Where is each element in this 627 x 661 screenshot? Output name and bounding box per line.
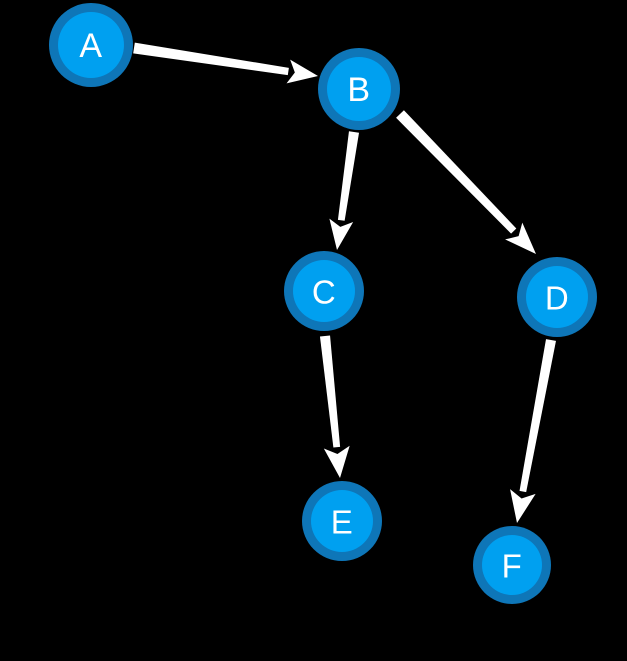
node-label: A <box>79 27 102 65</box>
edge-b-to-c <box>329 131 360 250</box>
graph-node-b[interactable]: B <box>318 48 400 130</box>
graph-node-f[interactable]: F <box>473 526 551 604</box>
edge-shaft <box>519 339 556 493</box>
edges-layer <box>133 42 556 523</box>
edge-shaft <box>337 131 360 221</box>
edge-arrowhead <box>510 489 536 523</box>
edge-arrowhead <box>286 59 318 84</box>
graph-node-d[interactable]: D <box>517 257 597 337</box>
node-core <box>58 12 124 78</box>
edge-arrowhead <box>505 222 536 254</box>
node-label: D <box>545 280 569 317</box>
edge-d-to-f <box>510 339 556 523</box>
node-label: B <box>347 71 370 109</box>
edge-shaft <box>133 42 289 76</box>
node-core <box>526 266 588 328</box>
graph-node-e[interactable]: E <box>302 481 382 561</box>
node-label: E <box>331 504 354 541</box>
node-core <box>311 490 373 552</box>
edge-shaft <box>319 335 341 448</box>
edge-c-to-e <box>319 335 350 478</box>
edge-shaft <box>396 110 517 234</box>
node-core <box>293 260 355 322</box>
edge-arrowhead <box>329 218 354 250</box>
edge-arrowhead <box>323 445 350 478</box>
node-core <box>482 535 542 595</box>
nodes-layer: A B C D E F <box>49 3 597 604</box>
node-core <box>327 57 391 121</box>
edge-a-to-b <box>133 42 318 84</box>
graph-node-a[interactable]: A <box>49 3 133 87</box>
node-label: C <box>312 274 336 311</box>
graph-node-c[interactable]: C <box>284 251 364 331</box>
node-label: F <box>502 548 523 585</box>
edge-b-to-d <box>396 110 536 254</box>
